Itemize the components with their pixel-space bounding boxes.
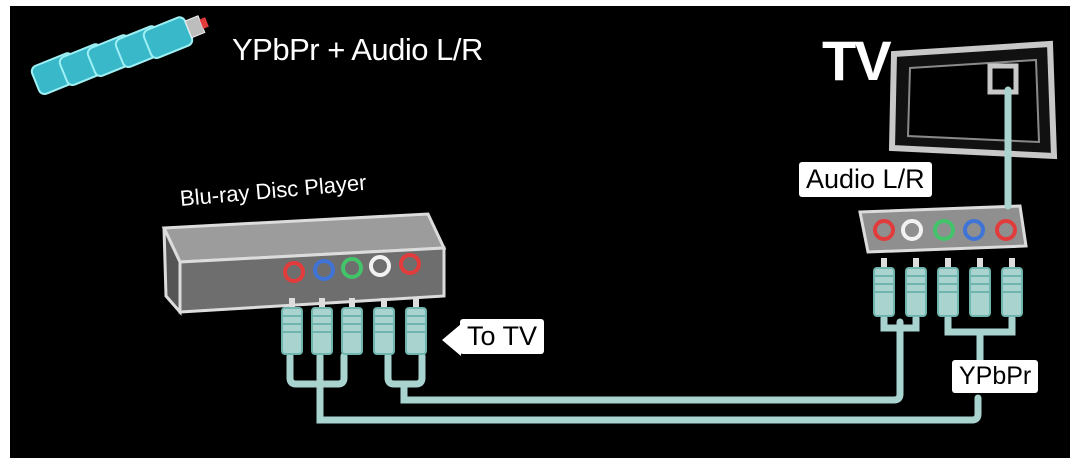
tv-jacks xyxy=(873,219,1017,241)
rca-plug-icon xyxy=(873,258,895,317)
audio-lr-callout: Audio L/R xyxy=(799,162,932,197)
to-tv-callout: To TV xyxy=(460,319,545,354)
rca-jack-icon xyxy=(995,219,1017,241)
cable-line xyxy=(880,314,920,332)
rca-plug-icon xyxy=(281,298,303,355)
diagram-canvas: YPbPr + Audio L/R TV Blu-ray Disc Player… xyxy=(10,6,1070,458)
page-title: YPbPr + Audio L/R xyxy=(232,32,483,67)
rca-plug-icon xyxy=(1001,258,1023,317)
tv-input-panel xyxy=(858,204,1028,254)
rca-jack-icon xyxy=(901,219,923,241)
rca-plug-icon xyxy=(937,258,959,317)
rca-jack-icon xyxy=(963,219,985,241)
rca-jack-icon xyxy=(933,219,955,241)
rca-jack-icon xyxy=(399,253,421,275)
rca-jack-icon xyxy=(341,257,363,279)
cable-line xyxy=(400,318,904,404)
rca-connector-icon xyxy=(142,15,209,60)
to-tv-pointer xyxy=(442,324,461,356)
rca-jack-icon xyxy=(873,219,895,241)
cables xyxy=(286,86,1016,424)
blu-ray-player-icon xyxy=(161,212,447,316)
rca-plug-icon xyxy=(905,258,927,317)
tv-plugs xyxy=(873,258,1023,317)
cable-line xyxy=(384,352,426,388)
player-jacks xyxy=(283,253,421,283)
rca-jack-icon xyxy=(313,259,335,281)
rca-plug-icon xyxy=(405,298,427,355)
rca-jack-icon xyxy=(369,255,391,277)
tv-label: TV xyxy=(822,29,892,92)
ypbpr-callout: YPbPr xyxy=(952,360,1039,393)
rca-plug-icon xyxy=(311,298,333,355)
cable-line xyxy=(316,352,982,424)
player-plugs xyxy=(281,298,427,355)
tv-icon xyxy=(888,40,1058,160)
rca-jack-icon xyxy=(283,261,305,283)
component-cable-bundle-icon xyxy=(30,15,209,96)
rca-plug-icon xyxy=(341,298,363,355)
connection-diagram xyxy=(30,15,1058,424)
rca-plug-icon xyxy=(373,298,395,355)
rca-plug-icon xyxy=(969,258,991,317)
